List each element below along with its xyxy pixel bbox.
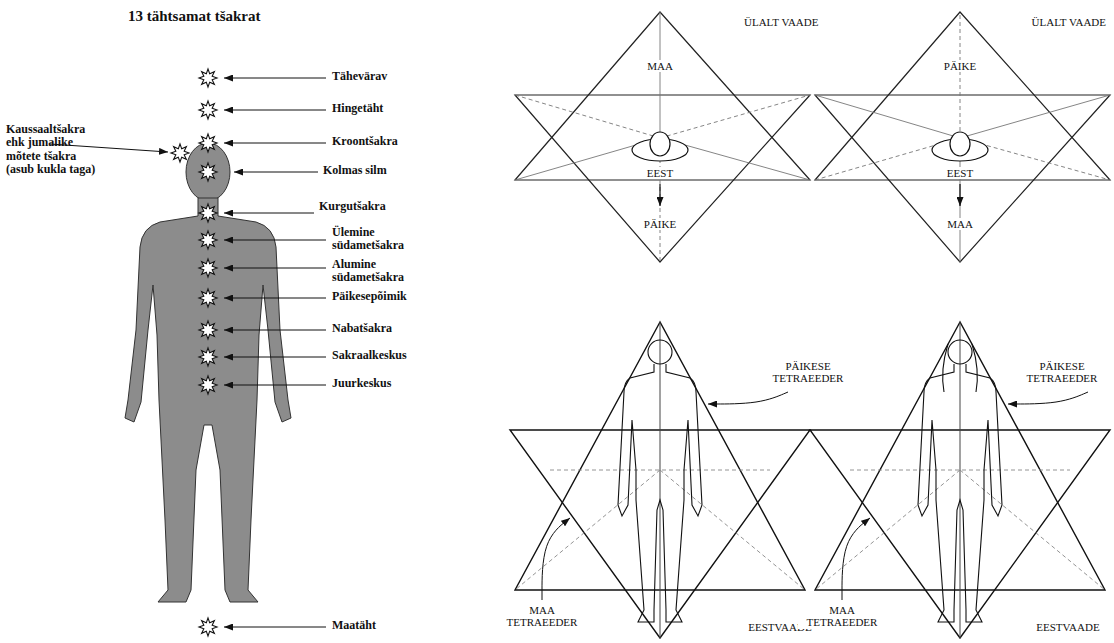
vertex-label: MAA — [943, 218, 978, 230]
figure-head — [648, 340, 672, 364]
male-figure — [618, 340, 702, 622]
leader-arrow — [708, 392, 788, 404]
direction-label: EEST — [642, 167, 678, 179]
leader-arrow — [842, 518, 870, 600]
chakra-star — [199, 134, 217, 152]
body-shape — [125, 198, 291, 602]
chakra-label: Ülemine südametšakra — [332, 226, 418, 253]
tetrahedron-edge — [960, 95, 1110, 138]
leader-arrow — [224, 627, 326, 628]
chakra-label: Hingetäht — [332, 102, 385, 115]
leader-arrow — [224, 385, 326, 386]
leader-arrow — [224, 298, 326, 299]
view-label: ÜLALT VAADE — [742, 16, 826, 28]
direction-label: EEST — [942, 167, 978, 179]
chakra-star — [199, 69, 217, 87]
view-label: ÜLALT VAADE — [1024, 16, 1108, 28]
chakra-star — [199, 204, 217, 222]
tetrahedron-edge — [660, 12, 661, 138]
chakra-star — [171, 144, 189, 162]
chakra-label: Maatäht — [332, 619, 377, 632]
chakra-star — [199, 163, 217, 181]
hidden-edge — [515, 95, 660, 138]
tetrahedron-outline — [515, 12, 810, 180]
chakra-label: Alumine südametšakra — [332, 258, 418, 285]
center-axis — [960, 322, 961, 638]
chakra-label: Tähevärav — [332, 70, 389, 83]
chakra-label: Nabatšakra — [332, 322, 394, 335]
vertex-label: PÄIKE — [639, 218, 681, 230]
chakra-label: Kurgutšakra — [319, 200, 387, 213]
tetrahedron-label: PÄIKESE TETRAEEDER — [764, 360, 852, 385]
leader-arrow — [224, 268, 326, 269]
chakra-label: Päikesepõimik — [332, 290, 408, 303]
leader-arrow — [542, 518, 570, 600]
figure-head — [948, 340, 972, 364]
figure-body — [918, 364, 1002, 622]
direction-arrow — [659, 184, 660, 206]
view-label: EESTVAADE — [1032, 621, 1105, 633]
direction-arrow — [959, 184, 960, 206]
vertex-label: PÄIKE — [939, 60, 981, 72]
hidden-edge — [960, 12, 961, 138]
tetrahedron-label: MAA TETRAEEDER — [498, 604, 586, 629]
leader-arrow — [224, 143, 326, 144]
vertex-label: MAA — [643, 60, 678, 72]
chakra-label: Kolmas silm — [323, 164, 388, 177]
hidden-edge — [660, 95, 810, 138]
leader-arrow — [224, 78, 326, 79]
tetrahedron-outline — [515, 95, 810, 262]
tetrahedron-label: MAA TETRAEEDER — [798, 604, 886, 629]
chakra-star — [199, 348, 217, 366]
center-axis — [660, 322, 661, 638]
leader-arrow — [224, 110, 326, 111]
chakra-star — [199, 289, 217, 307]
leader-arrow — [224, 330, 326, 331]
chakra-label: Kroontšakra — [332, 135, 399, 148]
head-top-view — [650, 132, 670, 156]
tetrahedron-label: PÄIKESE TETRAEEDER — [1018, 360, 1106, 385]
chakra-star — [199, 259, 217, 277]
diagram-title: 13 tähtsamat tšakrat — [128, 8, 261, 25]
leader-arrow — [224, 240, 326, 241]
chakra-label: Juurkeskus — [332, 377, 393, 390]
female-figure — [918, 340, 1002, 622]
chakra-star — [199, 376, 217, 394]
body-silhouette — [125, 143, 291, 602]
head-top-view — [950, 132, 970, 156]
leader-arrow — [234, 172, 318, 173]
chakra-label: Kaussaaltšakra ehk jumalike mõtete tšakr… — [6, 123, 100, 177]
leader-arrow — [1008, 392, 1088, 404]
chakra-star — [199, 618, 217, 636]
tetrahedron-outline — [815, 12, 1110, 180]
chakra-star — [199, 101, 217, 119]
figure-hair — [943, 344, 978, 392]
chakra-star — [199, 231, 217, 249]
tetrahedron-outline — [815, 95, 1110, 262]
leader-arrow — [224, 213, 314, 214]
chakra-star — [199, 321, 217, 339]
tetrahedron-edge — [815, 95, 960, 138]
figure-body — [618, 364, 702, 622]
leader-arrow — [224, 357, 326, 358]
chakra-label: Sakraalkeskus — [332, 349, 408, 362]
